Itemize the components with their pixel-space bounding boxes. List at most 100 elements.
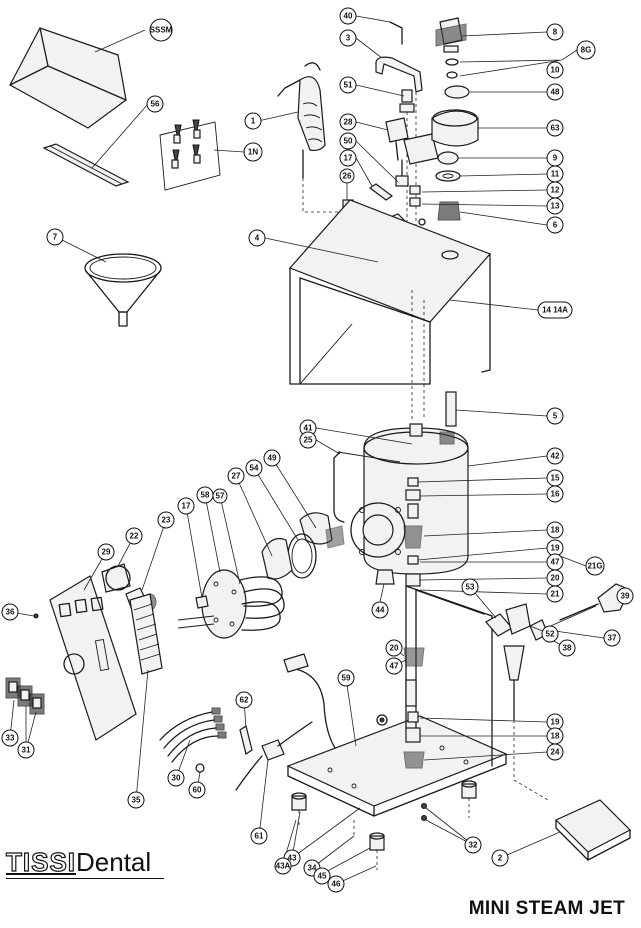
svg-text:5: 5 bbox=[553, 412, 558, 421]
solenoid-valve-part bbox=[385, 117, 439, 187]
callout-58: 58 bbox=[196, 486, 214, 504]
svg-text:13: 13 bbox=[551, 202, 560, 211]
callout-13: 13 bbox=[546, 197, 564, 215]
svg-text:8: 8 bbox=[553, 28, 558, 37]
callout-10: 10 bbox=[546, 61, 564, 79]
callout-18-lower: 18 bbox=[546, 727, 564, 745]
callout-39: 39 bbox=[616, 587, 634, 605]
svg-text:17: 17 bbox=[182, 502, 191, 511]
svg-text:33: 33 bbox=[6, 734, 15, 743]
callout-20-lower: 20 bbox=[385, 639, 403, 657]
callout-29: 29 bbox=[97, 543, 115, 561]
svg-text:11: 11 bbox=[551, 170, 560, 179]
callout-56: 56 bbox=[146, 95, 164, 113]
steam-tube-part bbox=[375, 21, 423, 93]
callout-22: 22 bbox=[125, 527, 143, 545]
svg-text:52: 52 bbox=[546, 630, 555, 639]
svg-text:35: 35 bbox=[132, 796, 141, 805]
boiler-part bbox=[350, 423, 469, 575]
leader-lines bbox=[9, 15, 626, 885]
callout-44: 44 bbox=[371, 601, 389, 619]
callout-4: 4 bbox=[248, 229, 266, 247]
svg-text:62: 62 bbox=[240, 696, 249, 705]
svg-text:30: 30 bbox=[172, 774, 181, 783]
callout-52: 52 bbox=[541, 625, 559, 643]
svg-text:20: 20 bbox=[390, 644, 399, 653]
svg-text:50: 50 bbox=[344, 137, 353, 146]
callout-21: 21 bbox=[546, 585, 564, 603]
callout-46: 46 bbox=[327, 875, 345, 893]
callout-53: 53 bbox=[461, 578, 479, 596]
svg-text:61: 61 bbox=[255, 832, 264, 841]
svg-text:26: 26 bbox=[343, 172, 352, 181]
svg-text:56: 56 bbox=[151, 100, 160, 109]
svg-text:53: 53 bbox=[466, 583, 475, 592]
callout-57: 57 bbox=[212, 488, 228, 504]
svg-text:36: 36 bbox=[6, 608, 15, 617]
svg-text:9: 9 bbox=[553, 154, 558, 163]
callout-47-upper: 47 bbox=[546, 553, 564, 571]
svg-text:15: 15 bbox=[551, 474, 560, 483]
hinge-strip-part bbox=[42, 143, 130, 187]
svg-text:48: 48 bbox=[551, 88, 560, 97]
svg-text:45: 45 bbox=[318, 872, 327, 881]
svg-text:40: 40 bbox=[344, 12, 353, 21]
callout-17-mid: 17 bbox=[177, 497, 195, 515]
callout-6: 6 bbox=[546, 216, 564, 234]
wiring-harness-part bbox=[159, 707, 227, 763]
callout-54: 54 bbox=[245, 459, 263, 477]
svg-text:23: 23 bbox=[162, 516, 171, 525]
callout-2: 2 bbox=[491, 849, 509, 867]
heater-plate-part bbox=[177, 569, 285, 639]
nut-part bbox=[375, 569, 395, 585]
svg-text:44: 44 bbox=[376, 606, 385, 615]
callout-51: 51 bbox=[339, 76, 357, 94]
svg-text:29: 29 bbox=[102, 548, 111, 557]
svg-text:1: 1 bbox=[251, 117, 256, 126]
callout-1n: 1N bbox=[243, 142, 263, 162]
callout-61: 61 bbox=[250, 827, 268, 845]
callout-43a: 43A bbox=[274, 857, 292, 875]
callout-27: 27 bbox=[227, 467, 245, 485]
svg-text:58: 58 bbox=[201, 491, 210, 500]
svg-text:12: 12 bbox=[551, 186, 560, 195]
svg-text:43A: 43A bbox=[276, 862, 291, 871]
fittings-group-part bbox=[159, 119, 221, 191]
svg-text:51: 51 bbox=[344, 81, 353, 90]
callout-50: 50 bbox=[339, 132, 357, 150]
svg-text:60: 60 bbox=[193, 786, 202, 795]
callout-60: 60 bbox=[188, 781, 206, 799]
callout-47-lower: 47 bbox=[385, 657, 403, 675]
callout-1: 1 bbox=[244, 112, 262, 130]
svg-text:32: 32 bbox=[469, 841, 478, 850]
callout-23: 23 bbox=[157, 511, 175, 529]
callout-48: 48 bbox=[546, 83, 564, 101]
callout-49: 49 bbox=[263, 449, 281, 467]
callout-28: 28 bbox=[339, 113, 357, 131]
cover-part bbox=[9, 27, 127, 129]
switches-part bbox=[5, 677, 45, 715]
callout-26: 26 bbox=[339, 168, 355, 184]
fuse-part bbox=[195, 725, 253, 773]
svg-text:4: 4 bbox=[255, 234, 260, 243]
svg-text:47: 47 bbox=[551, 558, 560, 567]
logo-underline bbox=[6, 878, 164, 879]
callout-5: 5 bbox=[546, 407, 564, 425]
svg-text:14 14A: 14 14A bbox=[542, 306, 568, 315]
callout-63: 63 bbox=[546, 119, 564, 137]
brand-part2: Dental bbox=[76, 847, 152, 877]
svg-text:57: 57 bbox=[216, 492, 225, 501]
svg-text:SSSM: SSSM bbox=[150, 26, 173, 35]
frame-part bbox=[288, 199, 492, 420]
callout-62: 62 bbox=[235, 691, 253, 709]
svg-text:41: 41 bbox=[304, 424, 313, 433]
svg-text:6: 6 bbox=[553, 221, 558, 230]
callout-7: 7 bbox=[46, 228, 64, 246]
model-title: MINI STEAM JET bbox=[468, 898, 625, 919]
brand-logo: TISSIDental bbox=[5, 847, 152, 877]
svg-text:7: 7 bbox=[53, 233, 58, 242]
callout-16: 16 bbox=[546, 485, 564, 503]
callout-37: 37 bbox=[603, 629, 621, 647]
svg-text:25: 25 bbox=[304, 436, 313, 445]
